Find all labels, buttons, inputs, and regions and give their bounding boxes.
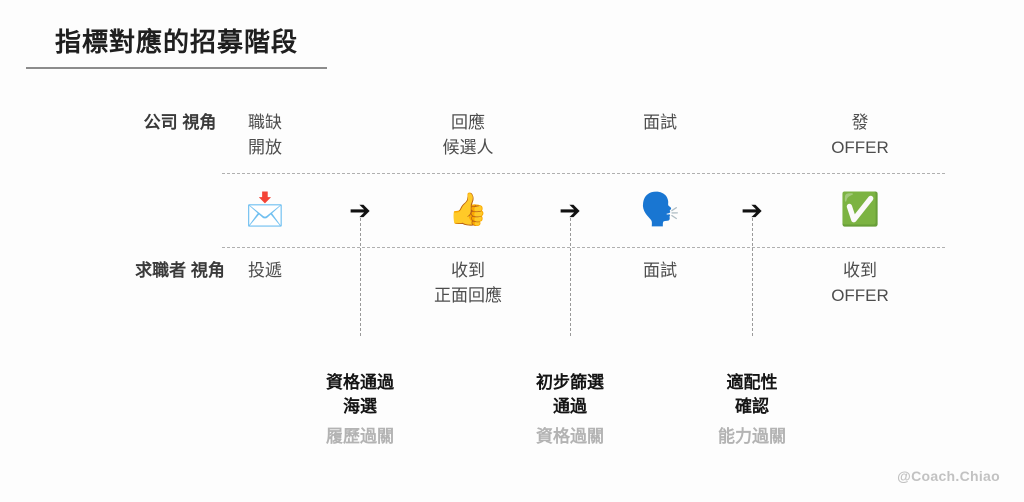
connector-line-1 bbox=[360, 218, 361, 336]
metric-sub-label: 履歷過關 bbox=[326, 427, 394, 446]
connector-line-3 bbox=[752, 218, 753, 336]
metric-main-label: 適配性 確認 bbox=[726, 373, 778, 416]
row-label-company-view: 公司 視角 bbox=[143, 113, 217, 132]
metric-sub-label: 能力過關 bbox=[718, 427, 786, 446]
metric-main-label: 資格通過 海選 bbox=[326, 373, 394, 416]
stage-caption-company-offer: 發 OFFER bbox=[831, 113, 889, 157]
metric-fit-confirm: 適配性 確認 能力過關 bbox=[657, 371, 847, 449]
page-title: 指標對應的招募階段 bbox=[55, 27, 299, 57]
arrow-right-icon-3: ➔ bbox=[741, 195, 763, 225]
stage-caption-company-interview: 面試 bbox=[643, 113, 677, 132]
stage-caption-company-respond: 回應 候選人 bbox=[442, 113, 494, 157]
arrow-right-icon-1: ➔ bbox=[349, 195, 371, 225]
stage-caption-seeker-offer: 收到 OFFER bbox=[831, 261, 889, 305]
band-divider-top bbox=[222, 173, 945, 174]
thumbs-up-icon: 👍 bbox=[448, 191, 488, 227]
incoming-envelope-icon: 📩 bbox=[245, 191, 285, 227]
stage-caption-seeker-interview: 面試 bbox=[643, 261, 677, 280]
stage-caption-seeker-job-open: 投遞 bbox=[248, 261, 282, 280]
watermark: @Coach.Chiao bbox=[897, 468, 1000, 484]
stage-caption-seeker-respond: 收到 正面回應 bbox=[434, 261, 502, 305]
speaking-head-icon: 🗣️ bbox=[640, 191, 680, 227]
arrow-right-icon-2: ➔ bbox=[559, 195, 581, 225]
metric-sub-label: 資格過關 bbox=[536, 427, 604, 446]
metric-qualified-pass: 資格通過 海選 履歷過關 bbox=[265, 371, 455, 449]
row-label-seeker-view: 求職者 視角 bbox=[135, 261, 225, 280]
band-divider-bottom bbox=[222, 247, 945, 248]
connector-line-2 bbox=[570, 218, 571, 336]
metric-first-screen: 初步篩選 通過 資格過關 bbox=[475, 371, 665, 449]
title-underline bbox=[26, 67, 327, 69]
stage-caption-company-job-open: 職缺 開放 bbox=[248, 113, 282, 157]
metric-main-label: 初步篩選 通過 bbox=[536, 373, 604, 416]
white-check-mark-icon: ✅ bbox=[840, 191, 880, 227]
